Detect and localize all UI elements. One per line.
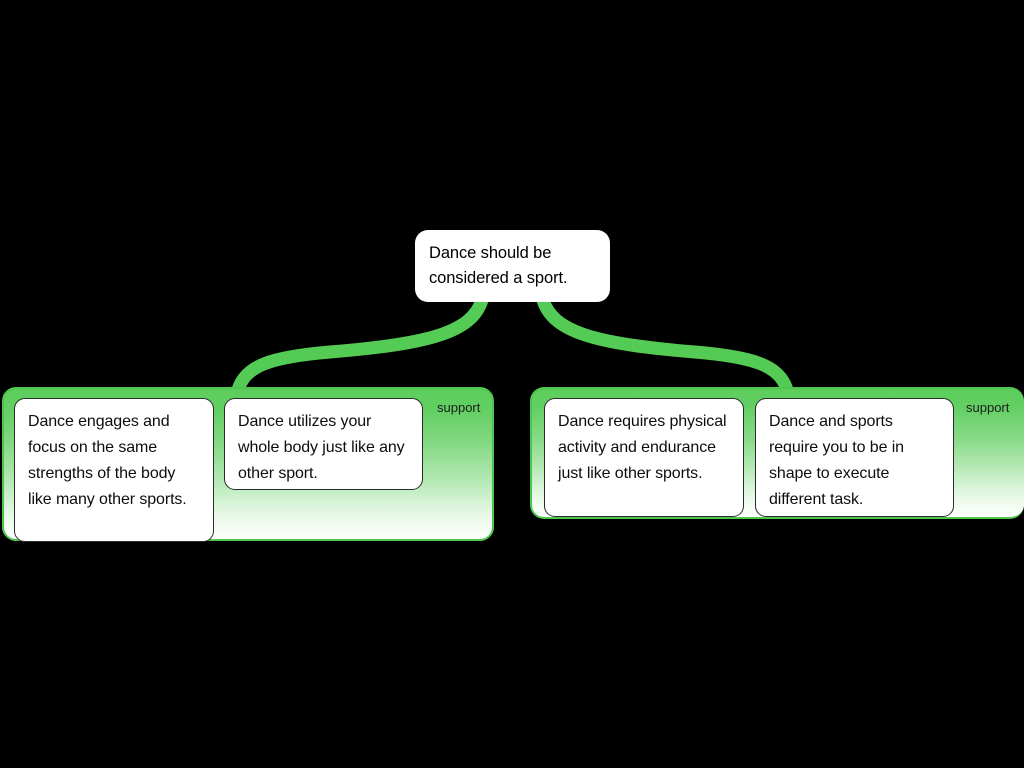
root-claim-node[interactable]: Dance should be considered a sport. [415, 230, 610, 302]
reason-card[interactable]: Dance utilizes your whole body just like… [224, 398, 423, 490]
support-label-right: support [966, 400, 1010, 415]
connector-root-to-right-group [536, 293, 794, 397]
connector-root-to-left-group [231, 293, 489, 397]
reason-card[interactable]: Dance requires physical activity and end… [544, 398, 744, 517]
support-label-left: support [437, 400, 481, 415]
reason-card-text: Dance engages and focus on the same stre… [28, 413, 187, 508]
reason-card[interactable]: Dance and sports require you to be in sh… [755, 398, 954, 517]
root-claim-line-2: considered a sport. [429, 269, 568, 287]
reason-card-text: Dance and sports require you to be in sh… [769, 413, 904, 508]
reason-card[interactable]: Dance engages and focus on the same stre… [14, 398, 214, 542]
reason-card-text: Dance utilizes your whole body just like… [238, 413, 405, 482]
reason-card-text: Dance requires physical activity and end… [558, 413, 727, 482]
root-claim-line-1: Dance should be [429, 244, 552, 262]
